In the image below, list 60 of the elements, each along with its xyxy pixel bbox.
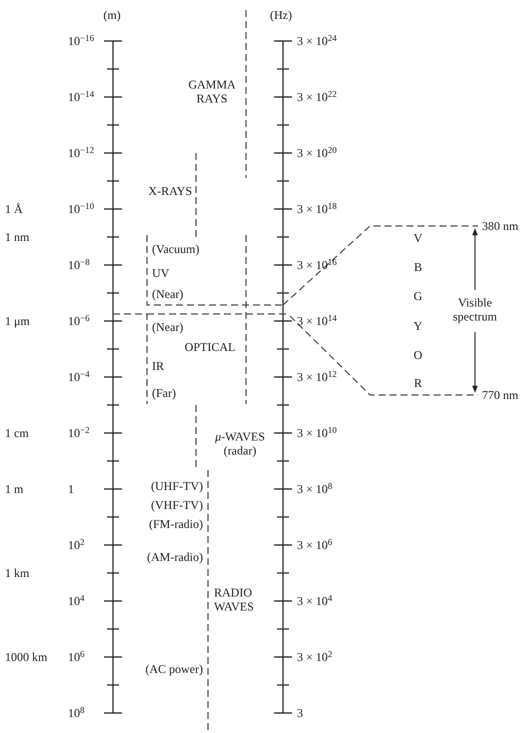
unit-label: 1 cm bbox=[5, 426, 29, 440]
tick-label: 10$^{−4}$ bbox=[68, 370, 90, 384]
tick-label: 1 bbox=[68, 482, 74, 496]
band-label: (UHF-TV) bbox=[151, 478, 203, 494]
tick-label: 10$^{6}$ bbox=[68, 650, 84, 664]
tick-label: 10$^{−10}$ bbox=[68, 202, 94, 216]
tick-label: 3 × 10$^{2}$ bbox=[297, 650, 332, 664]
tick-label: 3 × 10$^{20}$ bbox=[297, 146, 337, 160]
tick-label: 10$^{−16}$ bbox=[68, 34, 94, 48]
band-label: (Far) bbox=[152, 386, 176, 400]
axis-unit: (Hz) bbox=[270, 8, 292, 22]
tick-label: 10$^{2}$ bbox=[68, 538, 84, 552]
band-label: μ-WAVES (radar) bbox=[214, 430, 266, 458]
unit-label: 1 μm bbox=[5, 314, 30, 328]
tick-label: 3 × 10$^{10}$ bbox=[297, 426, 337, 440]
band-label: (AC power) bbox=[145, 662, 203, 676]
band-label: RADIO WAVES bbox=[214, 586, 255, 614]
tick-label: 3 × 10$^{4}$ bbox=[297, 594, 332, 608]
tick-label: 10$^{−8}$ bbox=[68, 258, 90, 272]
wavelength-label: 770 nm bbox=[482, 388, 518, 402]
unit-label: 1 nm bbox=[5, 230, 30, 244]
band-label: (Near) bbox=[152, 320, 184, 334]
color-letter: Y bbox=[414, 318, 422, 334]
band-label: IR bbox=[152, 358, 164, 374]
tick-label: 10$^{−2}$ bbox=[68, 426, 90, 440]
unit-label: 1 km bbox=[5, 566, 30, 580]
band-label: (AM-radio) bbox=[147, 550, 203, 564]
tick-label: 10$^{−12}$ bbox=[68, 146, 94, 160]
tick-label: 10$^{−6}$ bbox=[68, 314, 90, 328]
tick-label: 3 × 10$^{12}$ bbox=[297, 370, 337, 384]
color-letter: O bbox=[414, 348, 422, 362]
band-label: (Vacuum) bbox=[152, 242, 200, 256]
tick-label: 3 × 10$^{8}$ bbox=[297, 482, 332, 496]
unit-label: 1 m bbox=[5, 482, 24, 496]
band-label: (Near) bbox=[152, 286, 184, 302]
band-label: UV bbox=[152, 266, 170, 280]
color-letter: V bbox=[414, 230, 422, 246]
unit-label: 1 Å bbox=[5, 202, 23, 216]
color-letter: R bbox=[414, 376, 422, 390]
unit-label: 1000 km bbox=[5, 650, 48, 664]
band-label: (FM-radio) bbox=[149, 516, 203, 532]
band-label: X-RAYS bbox=[148, 184, 192, 198]
band-label: OPTICAL bbox=[184, 340, 236, 354]
tick-label: 3 × 10$^{22}$ bbox=[297, 90, 337, 104]
axis-unit: (m) bbox=[103, 8, 121, 22]
band-label: (VHF-TV) bbox=[151, 498, 203, 512]
spectrum-label: Visible spectrum bbox=[452, 296, 498, 324]
tick-label: 10$^{−14}$ bbox=[68, 90, 94, 104]
wavelength-label: 380 nm bbox=[482, 218, 518, 234]
tick-label: 3 × 10$^{14}$ bbox=[297, 314, 337, 328]
tick-label: 3 × 10$^{24}$ bbox=[297, 34, 337, 48]
band-label: GAMMA RAYS bbox=[187, 78, 237, 106]
color-letter: G bbox=[414, 288, 422, 304]
tick-label: 3 × 10$^{16}$ bbox=[297, 258, 337, 272]
color-letter: B bbox=[414, 260, 422, 274]
tick-label: 3 bbox=[297, 706, 303, 720]
tick-label: 3 × 10$^{6}$ bbox=[297, 538, 332, 552]
tick-label: 10$^{8}$ bbox=[68, 706, 84, 720]
tick-label: 3 × 10$^{18}$ bbox=[297, 202, 337, 216]
tick-label: 10$^{4}$ bbox=[68, 594, 84, 608]
